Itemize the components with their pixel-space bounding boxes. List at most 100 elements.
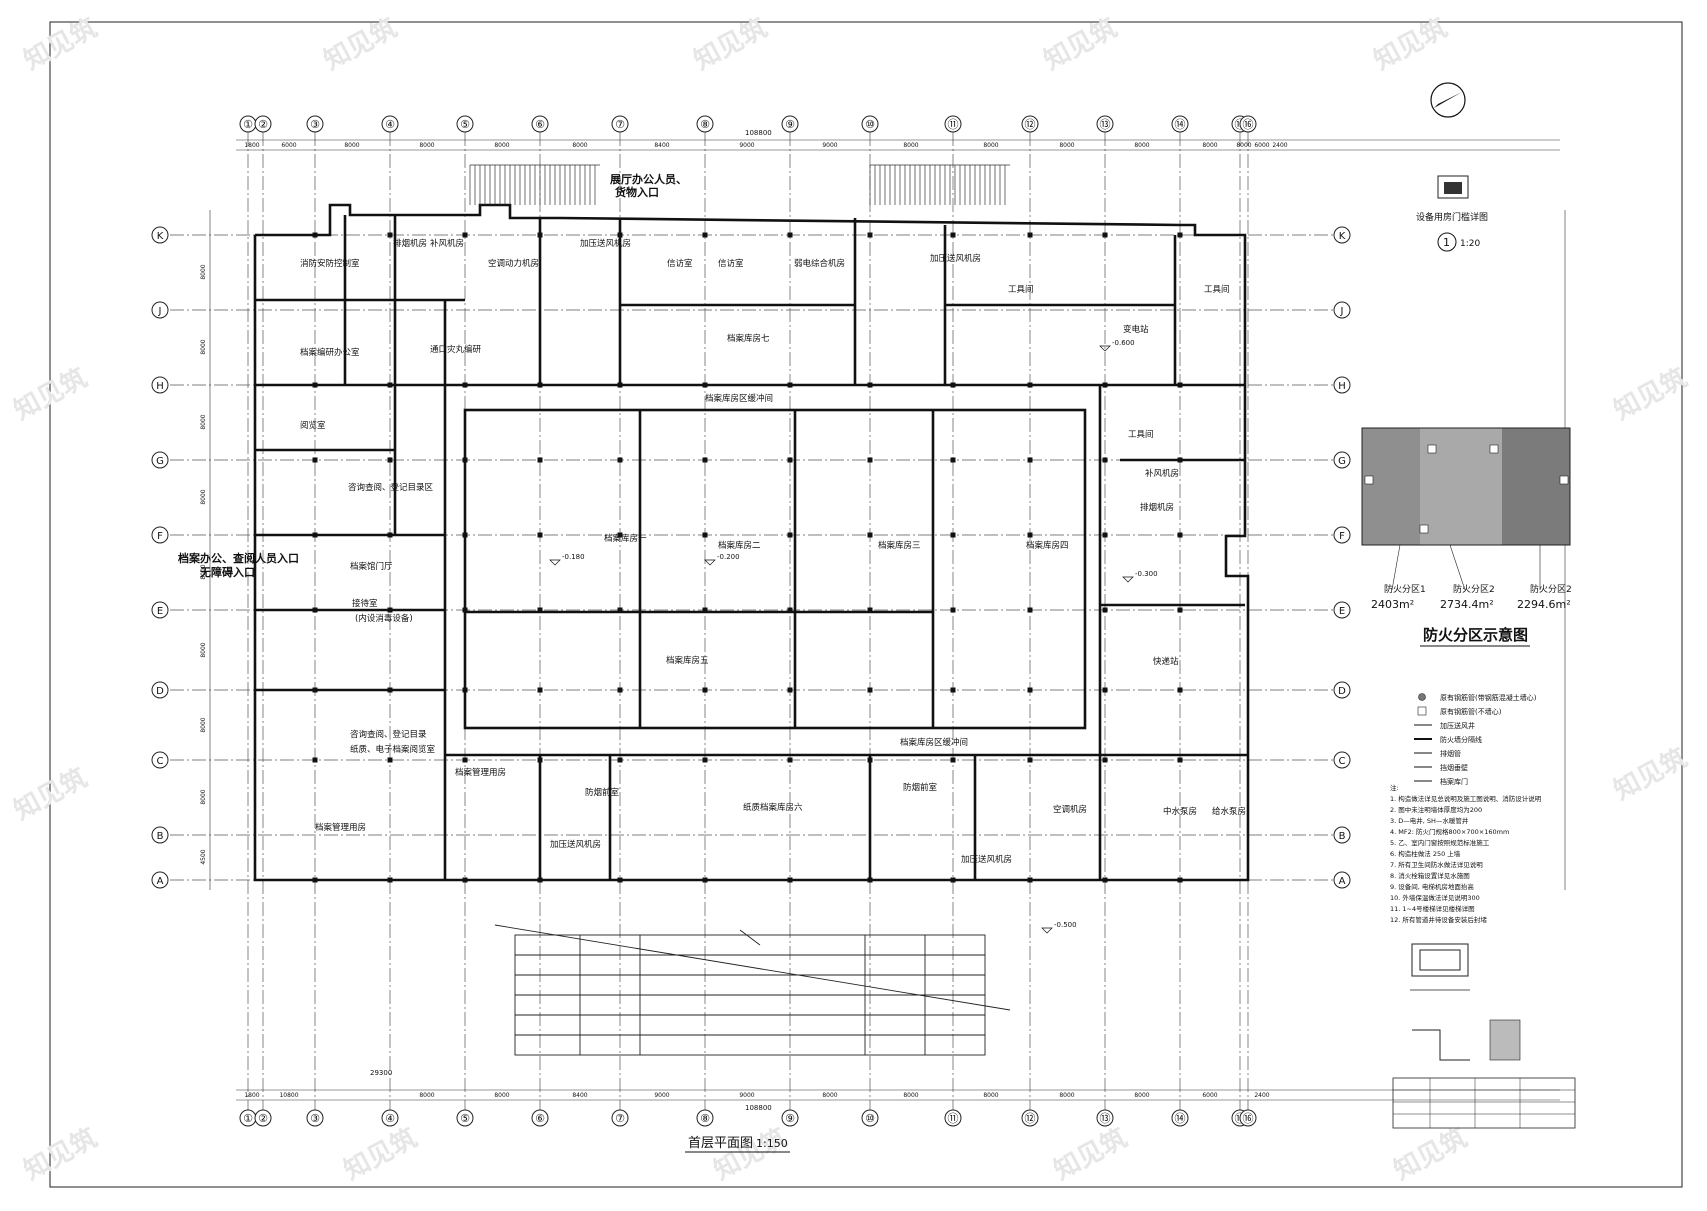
column [1177,607,1183,613]
note-line: 7. 所有卫生间防水做法详见说明 [1390,860,1483,869]
column [462,232,468,238]
detail-title: 设备用房门槛详图 [1416,211,1488,223]
grid-bubble [1333,601,1351,619]
note-line: 5. 乙、室内门窗按照规范标准施工 [1390,838,1490,847]
fire-zone-title: 防火分区示意图 [1423,626,1528,644]
grid-bubble [531,1109,549,1127]
grid-bubble [151,526,169,544]
room-label: 档案管理用房 [455,767,506,778]
grid-bubble [151,301,169,319]
grid-bubble [944,115,962,133]
grid-bubble [1333,681,1351,699]
note-line: 10. 外墙保温做法详见说明300 [1390,893,1480,902]
column [1177,877,1183,883]
fire-zone-3-name: 防火分区2 [1530,583,1572,595]
column [787,687,793,693]
column [387,532,393,538]
grid-bubble [1021,1109,1039,1127]
column [312,687,318,693]
watermark-text: 知见筑 [19,1122,102,1186]
bay-dimension-bottom: 8000 [822,1092,837,1099]
column [1177,382,1183,388]
column [867,757,873,763]
bay-dimension-bottom: 10800 [279,1092,298,1099]
column [1102,687,1108,693]
bay-dimension-bottom: 2400 [1254,1092,1269,1099]
grid-axis-label: ⑧ [700,1112,710,1125]
column [617,457,623,463]
column [1102,877,1108,883]
grid-axis-label: ⑧ [700,118,710,131]
room-label: 档案库房二 [718,540,761,551]
room-label: 快递站 [1153,656,1179,667]
room-label: 档案库房五 [666,655,709,666]
drawing-scale: 1:150 [756,1137,788,1150]
building-walls [253,203,1250,882]
bay-dimension-top: 9000 [822,142,837,149]
column [787,607,793,613]
bay-dimension-top: 8000 [1236,142,1251,149]
column [950,232,956,238]
elevation-icon [1122,576,1134,583]
room-label: 通口灾丸编研 [430,344,482,355]
legend: 原有钢筋管(带钢筋混凝土墙心)原有钢筋管(不墙心)加压送风井防火墙分隔线排烟管挡… [1414,693,1537,786]
room-label: 消防安防控制室 [300,258,360,269]
column [950,877,956,883]
room-label: 排烟机房 [393,238,427,249]
elevation-icon [549,559,561,566]
column [787,877,793,883]
grid-bubble [1171,1109,1189,1127]
column [617,877,623,883]
grid-axis-label: J [158,306,162,317]
dimension-lines [209,139,1566,1101]
ramp-area [494,924,1011,1056]
column [462,532,468,538]
column [312,532,318,538]
entrance-2-line1: 档案办公、查阅人员入口 [178,551,299,565]
grid-bubble [944,1109,962,1127]
grid-axis-label: H [1338,381,1346,392]
watermark-text: 知见筑 [339,1122,422,1186]
grid-bubble [696,1109,714,1127]
column [537,232,543,238]
grid-bubble [1333,526,1351,544]
grid-bubble [1333,301,1351,319]
grid-bubble [456,115,474,133]
room-label: 补风机房 [1145,468,1179,479]
room-label: 加压送风机房 [930,253,981,264]
grid-bubble [381,1109,399,1127]
column [387,687,393,693]
grid-bubble [1096,115,1114,133]
column [702,382,708,388]
column [312,457,318,463]
grid-axis-label: C [1339,756,1346,767]
legend-symbol [1417,706,1427,716]
grid-axis-label: F [1339,531,1345,542]
column [702,877,708,883]
bay-dimension-top: 8400 [654,142,669,149]
grid-bubble [254,115,272,133]
elevation-icon [1041,927,1053,934]
construction-details [1392,943,1576,1129]
grid-bubble [531,115,549,133]
grid-axis-label: A [1339,876,1346,887]
column [312,757,318,763]
column [312,607,318,613]
row-dimension-left: 8000 [200,642,207,657]
grid-bubble [151,751,169,769]
note-line: 2. 图中未注明墙体厚度均为200 [1390,805,1482,814]
grid-bubble [1239,1109,1257,1127]
bay-dimension-bottom: 8000 [1059,1092,1074,1099]
grid-axis-label: ⑫ [1025,118,1036,131]
row-dimension-left: 8000 [200,414,207,429]
column [462,382,468,388]
room-label: 档案库房区缓冲间 [705,393,773,404]
bay-dimension-bottom: 8000 [983,1092,998,1099]
room-label: 工具间 [1008,285,1034,295]
column [787,382,793,388]
structural-columns [312,232,1183,883]
room-label: 排烟机房 [1140,502,1174,513]
watermark-text: 知见筑 [709,1122,792,1186]
